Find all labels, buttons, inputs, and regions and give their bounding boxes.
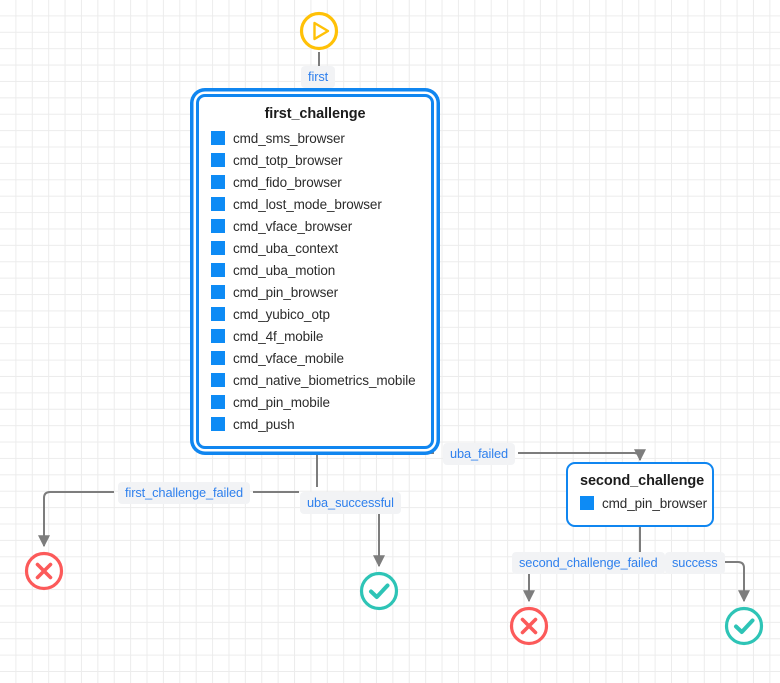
node-item-label: cmd_vface_mobile: [233, 350, 344, 366]
node-item[interactable]: cmd_4f_mobile: [211, 325, 419, 347]
error-circle-icon: [509, 606, 549, 646]
item-swatch-icon: [211, 351, 225, 365]
item-swatch-icon: [211, 175, 225, 189]
node-second-challenge[interactable]: second_challenge cmd_pin_browser: [566, 462, 714, 527]
node-item-label: cmd_vface_browser: [233, 218, 353, 234]
node-item-label: cmd_totp_browser: [233, 152, 343, 168]
edge-uba-failed-h: [518, 452, 641, 460]
item-swatch-icon: [211, 219, 225, 233]
node-title: second_challenge: [580, 473, 705, 489]
item-swatch-icon: [211, 395, 225, 409]
start-node[interactable]: [298, 10, 340, 52]
item-swatch-icon: [211, 373, 225, 387]
node-item[interactable]: cmd_push: [211, 413, 419, 435]
node-item-label: cmd_4f_mobile: [233, 328, 324, 344]
node-item[interactable]: cmd_lost_mode_browser: [211, 193, 419, 215]
terminal-success[interactable]: [723, 605, 765, 647]
item-swatch-icon: [211, 241, 225, 255]
node-item-label: cmd_lost_mode_browser: [233, 196, 382, 212]
node-item-label: cmd_uba_context: [233, 240, 339, 256]
item-swatch-icon: [211, 329, 225, 343]
node-item-label: cmd_pin_browser: [233, 284, 339, 300]
edge-label-first[interactable]: first: [301, 66, 336, 88]
item-swatch-icon: [211, 307, 225, 321]
item-swatch-icon: [211, 263, 225, 277]
item-swatch-icon: [580, 496, 594, 510]
node-item[interactable]: cmd_uba_motion: [211, 259, 419, 281]
play-circle-icon: [299, 11, 339, 51]
terminal-first-challenge-failed[interactable]: [23, 550, 65, 592]
node-item[interactable]: cmd_yubico_otp: [211, 303, 419, 325]
terminal-uba-successful[interactable]: [358, 570, 400, 612]
edge-label-second-challenge-failed[interactable]: second_challenge_failed: [512, 552, 665, 574]
node-item[interactable]: cmd_totp_browser: [211, 149, 419, 171]
edge-first-challenge-failed-to-error: [38, 491, 114, 548]
item-swatch-icon: [211, 285, 225, 299]
node-item-label: cmd_native_biometrics_mobile: [233, 372, 416, 388]
node-item[interactable]: cmd_sms_browser: [211, 127, 419, 149]
item-swatch-icon: [211, 197, 225, 211]
node-item[interactable]: cmd_vface_mobile: [211, 347, 419, 369]
node-item-label: cmd_pin_browser: [602, 495, 708, 511]
node-item-list: cmd_sms_browser cmd_totp_browser cmd_fid…: [211, 127, 419, 435]
node-item-list: cmd_pin_browser: [580, 492, 707, 514]
node-item[interactable]: cmd_uba_context: [211, 237, 419, 259]
node-item-label: cmd_fido_browser: [233, 174, 342, 190]
edge-label-uba-successful[interactable]: uba_successful: [300, 492, 401, 514]
error-circle-icon: [24, 551, 64, 591]
node-first-challenge[interactable]: first_challenge cmd_sms_browser cmd_totp…: [196, 94, 434, 449]
node-item[interactable]: cmd_native_biometrics_mobile: [211, 369, 419, 391]
item-swatch-icon: [211, 153, 225, 167]
node-item-label: cmd_uba_motion: [233, 262, 336, 278]
node-item[interactable]: cmd_vface_browser: [211, 215, 419, 237]
item-swatch-icon: [211, 131, 225, 145]
node-item-label: cmd_push: [233, 416, 295, 432]
edge-label-first-challenge-failed[interactable]: first_challenge_failed: [118, 482, 251, 504]
node-item-label: cmd_sms_browser: [233, 130, 345, 146]
node-item[interactable]: cmd_pin_browser: [211, 281, 419, 303]
node-item[interactable]: cmd_pin_browser: [580, 492, 707, 514]
edge-label-uba-failed[interactable]: uba_failed: [443, 443, 516, 465]
item-swatch-icon: [211, 417, 225, 431]
edge-label-success[interactable]: success: [665, 552, 725, 574]
node-item[interactable]: cmd_fido_browser: [211, 171, 419, 193]
node-item[interactable]: cmd_pin_mobile: [211, 391, 419, 413]
check-circle-icon: [359, 571, 399, 611]
node-item-label: cmd_pin_mobile: [233, 394, 330, 410]
check-circle-icon: [724, 606, 764, 646]
node-item-label: cmd_yubico_otp: [233, 306, 330, 322]
node-title: first_challenge: [264, 106, 366, 122]
terminal-second-challenge-failed[interactable]: [508, 605, 550, 647]
